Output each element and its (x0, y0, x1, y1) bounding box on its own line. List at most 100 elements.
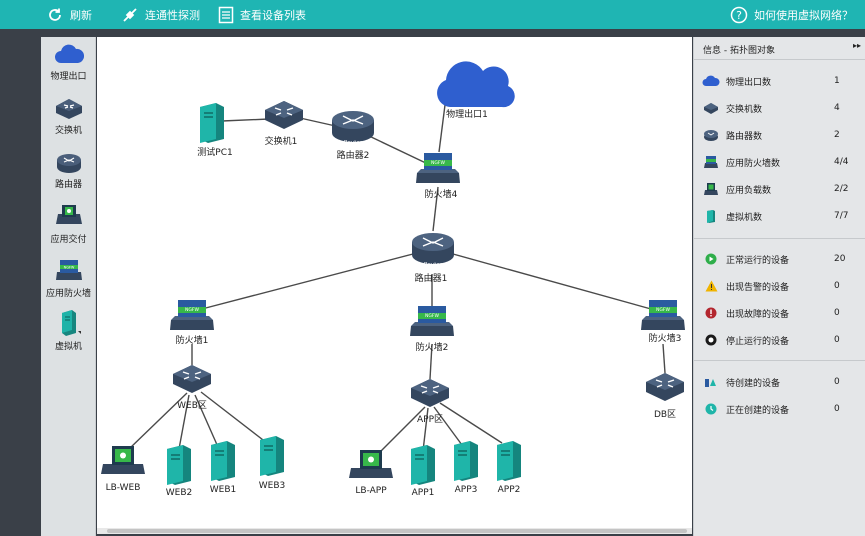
palette-item-load-balancer[interactable]: 应用交付 (41, 204, 96, 245)
palette-item-cloud[interactable]: 物理出口 (41, 43, 96, 82)
load-balancer-icon (349, 450, 393, 478)
link-webzone-web2 (178, 394, 190, 450)
node-label-lbapp: LB-APP (355, 486, 387, 496)
info-value: 2 (834, 130, 840, 140)
node-appzone[interactable]: APP区 (410, 378, 450, 425)
left-gutter (0, 29, 40, 536)
top-toolbar: 刷新 连通性探测 查看设备列表 ? 如何使用虚拟网络？ (0, 0, 865, 29)
palette-label: 应用交付 (50, 235, 87, 245)
refresh-icon (46, 6, 64, 24)
vm-icon (199, 102, 225, 144)
node-r2[interactable]: Router 路由器2 (331, 110, 375, 161)
palette-label: 应用防火墙 (45, 289, 91, 299)
node-r1[interactable]: Router 路由器1 (411, 232, 455, 284)
node-fw2[interactable]: NGFW 防火墙2 (410, 306, 454, 353)
link-webzone-web1 (194, 394, 219, 448)
info-label: 应用负载数 (726, 185, 772, 196)
firewall-icon (704, 156, 718, 168)
node-fw4[interactable]: NGFW 防火墙4 (416, 153, 460, 200)
switch-icon (55, 99, 82, 119)
node-label-sw1: 交换机1 (265, 135, 298, 147)
node-label-appzone: APP区 (417, 414, 443, 425)
switch-icon (704, 102, 718, 114)
canvas-horizontal-scrollbar[interactable] (97, 528, 692, 534)
node-label-dbzone: DB区 (654, 409, 676, 420)
palette-item-switch[interactable]: 交换机 (41, 97, 96, 136)
node-app1[interactable]: APP1 (410, 444, 436, 498)
router-icon (704, 129, 718, 141)
info-label: 物理出口数 (726, 77, 772, 88)
node-label-fw1: 防火墙1 (176, 334, 209, 346)
node-pc1[interactable]: 测试PC1 (197, 102, 233, 158)
info-label: 交换机数 (726, 104, 763, 115)
vm-icon (210, 440, 236, 482)
divider (694, 360, 865, 361)
switch-icon (172, 364, 212, 394)
vm-icon (496, 440, 522, 482)
refresh-label: 刷新 (70, 8, 92, 22)
link-appzone-app1 (422, 407, 429, 452)
device-list-button[interactable]: 查看设备列表 (218, 0, 306, 29)
svg-text:?: ? (736, 9, 742, 22)
info-row-warning: 出现告警的设备 0 (702, 278, 862, 294)
switch-icon (645, 372, 685, 402)
firewall-icon (416, 153, 460, 183)
node-sw1[interactable]: 交换机1 (264, 100, 304, 147)
node-web1[interactable]: WEB1 (210, 440, 237, 495)
node-dbzone[interactable]: DB区 (645, 372, 685, 420)
stopped-icon (705, 334, 717, 346)
node-lbweb[interactable]: LB-WEB (101, 446, 145, 493)
node-label-fw4: 防火墙4 (425, 188, 458, 200)
palette-label: 物理出口 (50, 72, 87, 82)
node-web2[interactable]: WEB2 (166, 444, 193, 498)
vm-icon (707, 209, 715, 223)
info-value: 1 (834, 76, 840, 86)
link-appzone-lbapp (374, 406, 426, 458)
device-palette: 物理出口 交换机 路由器 应用交付 NGFW 应用防火墙 虚拟机 (41, 37, 96, 536)
collapse-panel-button[interactable]: ▸▸ (852, 41, 861, 50)
node-webzone[interactable]: WEB区 (172, 364, 212, 411)
help-link[interactable]: ? 如何使用虚拟网络？ (730, 0, 853, 29)
info-row-router-count: 路由器数 2 (702, 127, 862, 143)
node-lbapp[interactable]: LB-APP (349, 450, 393, 496)
connectivity-probe-button[interactable]: 连通性探测 (121, 0, 200, 29)
switch-icon (410, 378, 450, 408)
load-balancer-icon (55, 205, 82, 224)
ngfw-badge: NGFW (425, 313, 439, 319)
node-label-fw3: 防火墙3 (649, 332, 682, 344)
links (128, 104, 666, 458)
link-pc1-sw1 (221, 118, 270, 122)
palette-item-router[interactable]: 路由器 (41, 151, 96, 190)
palette-label: 路由器 (54, 180, 82, 190)
node-web3[interactable]: WEB3 (259, 435, 286, 491)
refresh-button[interactable]: 刷新 (46, 0, 92, 29)
info-row-firewall-count: 应用防火墙数 4/4 (702, 154, 862, 170)
firewall-icon: NGFW (55, 260, 82, 280)
palette-label: 交换机 (54, 126, 82, 136)
node-app3[interactable]: APP3 (453, 440, 479, 495)
toolbar-divider (0, 29, 865, 37)
warning-icon (705, 280, 717, 292)
ngfw-badge: NGFW (185, 307, 199, 313)
node-fw1[interactable]: NGFW 防火墙1 (170, 300, 214, 346)
node-label-lbweb: LB-WEB (106, 483, 141, 493)
link-fw4-r1 (432, 186, 439, 232)
node-label-cloud1: 物理出口1 (446, 108, 488, 120)
node-label-r2: 路由器2 (337, 149, 370, 161)
topology-canvas[interactable]: 物理出口1 测试PC1 交换机1 Router 路由器2 NGFW (97, 37, 692, 533)
node-app2[interactable]: APP2 (496, 440, 522, 495)
node-fw3[interactable]: NGFW 防火墙3 (641, 300, 685, 344)
info-value: 4/4 (834, 157, 849, 167)
cloud-icon (54, 44, 84, 63)
info-value: 0 (834, 377, 840, 387)
info-label: 停止运行的设备 (726, 336, 790, 347)
info-label: 正常运行的设备 (726, 255, 790, 266)
router-icon (56, 154, 81, 173)
scrollbar-thumb[interactable] (107, 529, 687, 533)
palette-item-vm[interactable]: 虚拟机 (41, 309, 96, 352)
palette-item-firewall[interactable]: NGFW 应用防火墙 (41, 258, 96, 299)
node-cloud1[interactable]: 物理出口1 (437, 61, 515, 120)
info-value: 2/2 (834, 184, 849, 194)
link-r2-fw4 (366, 134, 431, 166)
